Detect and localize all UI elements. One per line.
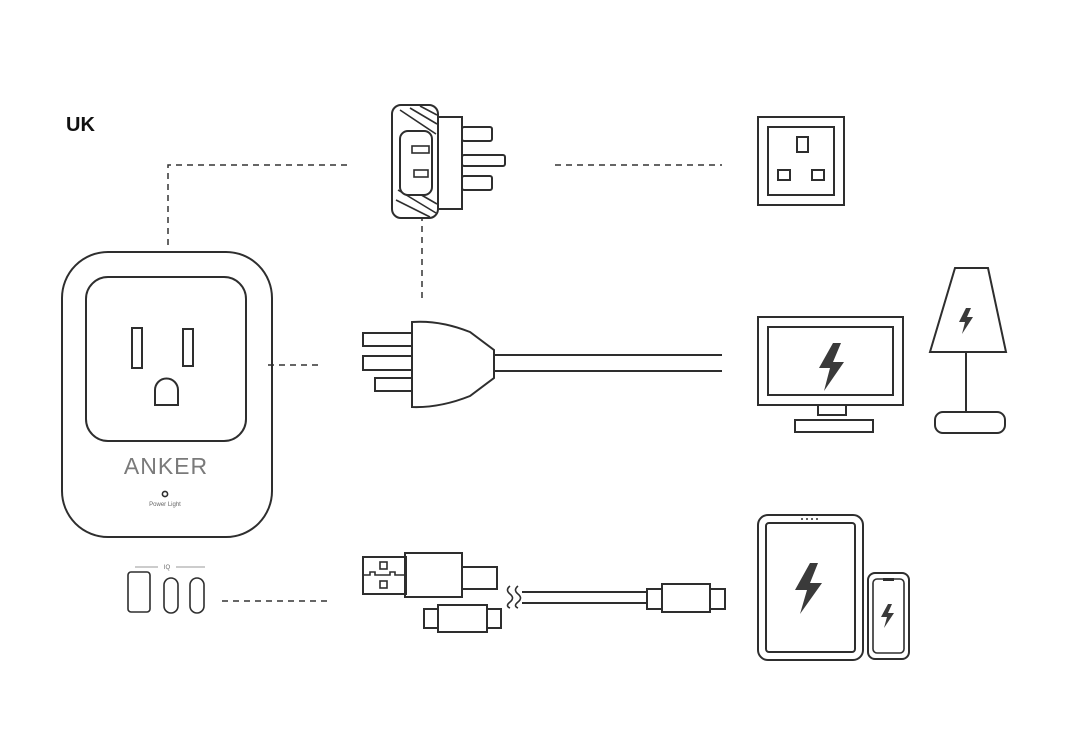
usb-cable-icon [362,552,726,613]
usb-a-port [127,571,151,613]
tv-icon [757,316,904,433]
usb-ports: IQ [127,565,205,614]
lightning-bolt-icon [959,308,973,334]
outlet-slot [182,328,194,367]
usb-c-port [189,577,205,614]
outlet-slot [131,327,143,369]
lightning-bolt-icon [819,343,844,391]
tablet-icon [757,514,864,661]
usb-c-cable-icon [423,604,502,633]
ground-hole [154,377,179,406]
uk-wall-socket-icon [757,116,845,206]
anker-adapter: ANKER Power Light [61,251,273,538]
lightning-bolt-icon [795,563,822,614]
power-light-icon [161,490,169,498]
plug-with-cord-icon [362,320,722,409]
lightning-bolt-icon [881,604,894,628]
power-light-label: Power Light [149,502,181,508]
region-label: UK [66,114,95,136]
dashed-connectors [167,164,722,602]
iq-label: IQ [164,565,171,571]
uk-plug-adapter-icon [391,104,506,219]
lamp-icon [928,267,1008,434]
phone-icon [867,572,910,660]
usb-c-port [163,577,179,614]
brand-logo: ANKER [124,453,208,479]
